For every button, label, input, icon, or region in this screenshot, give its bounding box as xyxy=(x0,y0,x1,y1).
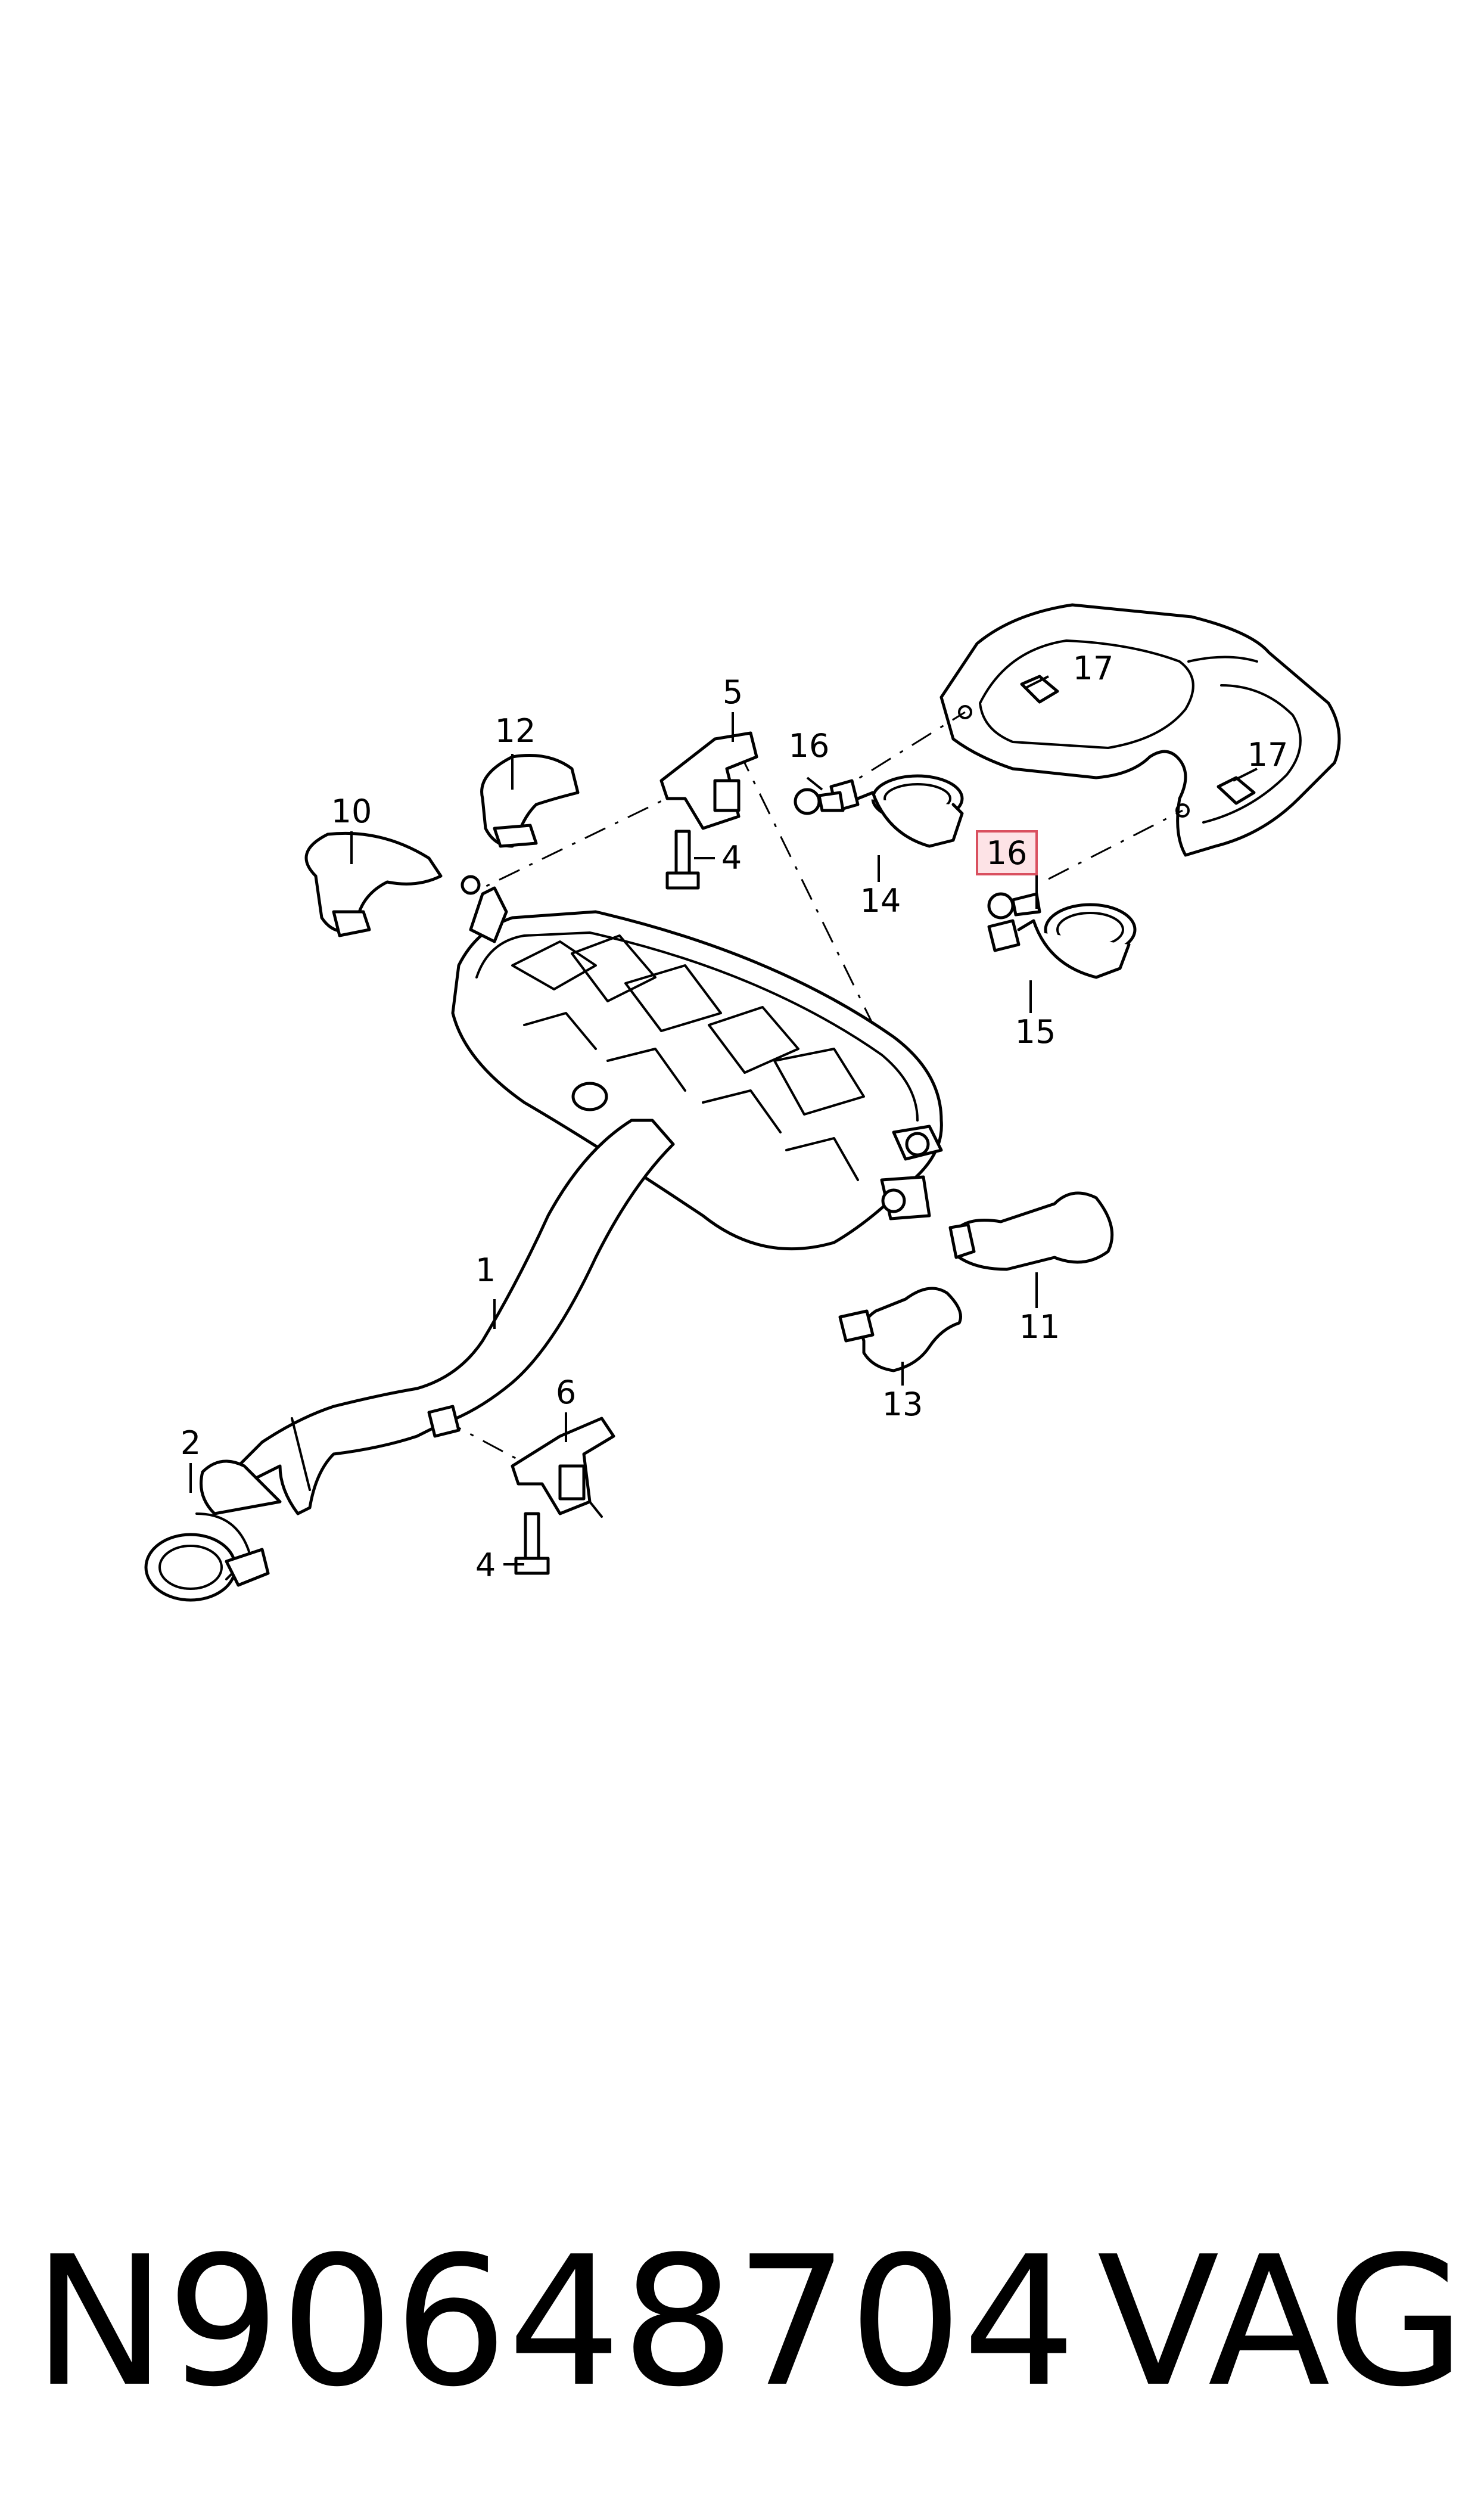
callout-5: 5 xyxy=(723,673,743,711)
callout-12: 12 xyxy=(495,712,536,750)
callout-labels: 1 2 4 4 5 6 10 11 12 13 14 15 16 16 17 1… xyxy=(181,650,1289,1584)
tailpipe-left-upper xyxy=(480,754,580,848)
bolt-lower xyxy=(514,1512,550,1575)
tailpipe-left xyxy=(304,831,443,937)
brand-name: VAG xyxy=(1097,2218,1466,2426)
bolt-upper xyxy=(665,830,700,890)
callout-11: 11 xyxy=(1019,1308,1060,1346)
callout-6: 6 xyxy=(556,1374,576,1411)
screw-upper xyxy=(794,788,845,815)
callout-14: 14 xyxy=(860,882,901,920)
callout-16-lower: 16 xyxy=(987,834,1028,872)
tailpipe-right xyxy=(948,1191,1114,1271)
callout-4-lower: 4 xyxy=(475,1546,496,1584)
heat-shield xyxy=(939,603,1341,857)
callout-17-upper: 17 xyxy=(1073,650,1114,687)
highlight-box xyxy=(976,830,1038,875)
front-pipe xyxy=(200,1119,675,1515)
callout-16-upper: 16 xyxy=(789,727,830,765)
screw-lower xyxy=(987,892,1041,920)
callout-17-lower: 17 xyxy=(1247,736,1289,774)
callout-1: 1 xyxy=(475,1251,496,1289)
bracket-upper xyxy=(659,731,758,830)
tailpipe-right-lower xyxy=(838,1287,962,1372)
trim-cover-14 xyxy=(829,774,964,848)
rear-silencer xyxy=(451,875,943,1251)
part-number: N90648704 xyxy=(33,2218,1076,2426)
callout-13: 13 xyxy=(882,1386,923,1423)
pipe-clamp xyxy=(144,1512,270,1602)
trim-cover-15 xyxy=(987,903,1137,979)
callout-15: 15 xyxy=(1015,1013,1056,1051)
callout-4-upper: 4 xyxy=(721,839,742,877)
callout-2: 2 xyxy=(181,1424,201,1462)
bracket-lower xyxy=(511,1417,615,1518)
callout-10: 10 xyxy=(331,793,372,830)
